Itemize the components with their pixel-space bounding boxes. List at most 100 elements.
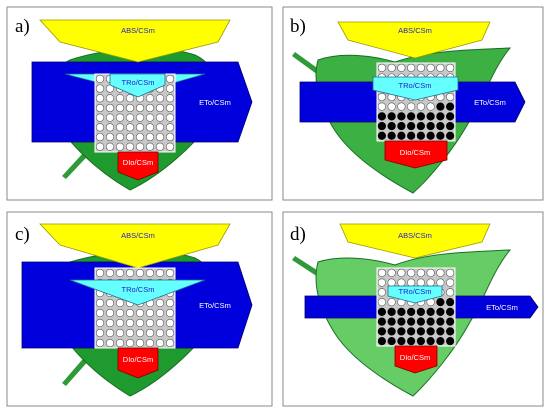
closed-reaction-center (407, 112, 416, 121)
open-reaction-center (416, 102, 425, 111)
di-label: DIo/CSm (400, 148, 430, 157)
panel-label: d) (290, 224, 306, 245)
closed-reaction-center (426, 131, 435, 140)
closed-reaction-center (436, 317, 445, 326)
closed-reaction-center (446, 121, 455, 131)
open-reaction-center (387, 102, 396, 111)
closed-reaction-center (436, 112, 445, 121)
open-reaction-center (125, 142, 135, 151)
di-label: DIo/CSm (400, 353, 430, 362)
closed-reaction-center (446, 307, 455, 316)
open-reaction-center (95, 338, 105, 348)
rc-block (376, 267, 456, 347)
panel-a: a) ABS/CSm TRo/CSm ETo/CSm DIo/CSm (6, 6, 273, 201)
open-reaction-center (426, 278, 435, 287)
open-reaction-center (115, 338, 125, 348)
open-reaction-center (95, 268, 105, 278)
leaf-stem (292, 52, 320, 75)
open-reaction-center (165, 94, 175, 103)
open-reaction-center (105, 142, 115, 151)
et-label: ETo/CSm (199, 301, 231, 310)
open-reaction-center (155, 328, 165, 338)
panel-label: a) (15, 16, 30, 37)
closed-reaction-center (387, 121, 396, 131)
open-reaction-center (377, 298, 386, 307)
closed-reaction-center (416, 131, 425, 140)
closed-reaction-center (407, 121, 416, 131)
open-reaction-center (95, 132, 105, 142)
open-reaction-center (95, 113, 105, 122)
open-reaction-center (155, 123, 165, 132)
di-label: DIo/CSm (123, 355, 153, 364)
open-reaction-center (135, 123, 145, 132)
tr-label: TRo/CSm (122, 78, 155, 87)
open-reaction-center (105, 298, 115, 308)
closed-reaction-center (407, 307, 416, 316)
panel-d: d) ABS/CSm TRo/CSm ETo/CSm DIo/CSm (282, 211, 544, 407)
open-reaction-center (145, 132, 155, 142)
open-reaction-center (377, 102, 386, 111)
open-reaction-center (125, 338, 135, 348)
open-reaction-center (105, 123, 115, 132)
closed-reaction-center (387, 307, 396, 316)
open-reaction-center (446, 92, 455, 102)
di-arrow (117, 151, 159, 181)
open-reaction-center (416, 268, 425, 277)
closed-reaction-center (436, 327, 445, 336)
open-reaction-center (105, 318, 115, 328)
closed-reaction-center (446, 298, 455, 307)
open-reaction-center (115, 318, 125, 328)
open-reaction-center (115, 123, 125, 132)
open-reaction-center (155, 268, 165, 278)
closed-reaction-center (397, 131, 406, 140)
tr-funnel (372, 76, 459, 101)
open-reaction-center (115, 113, 125, 122)
open-reaction-center (155, 308, 165, 318)
open-reaction-center (105, 328, 115, 338)
open-reaction-center (145, 113, 155, 122)
open-reaction-center (145, 338, 155, 348)
closed-reaction-center (426, 327, 435, 336)
closed-reaction-center (426, 121, 435, 131)
open-reaction-center (125, 113, 135, 122)
open-reaction-center (145, 142, 155, 151)
open-reaction-center (446, 268, 455, 277)
open-reaction-center (165, 308, 175, 318)
tr-label: TRo/CSm (399, 81, 432, 90)
open-reaction-center (397, 102, 406, 111)
open-reaction-center (165, 298, 175, 308)
closed-reaction-center (426, 307, 435, 316)
open-reaction-center (145, 328, 155, 338)
open-reaction-center (397, 268, 406, 277)
open-reaction-center (377, 288, 386, 297)
open-reaction-center (377, 268, 386, 277)
open-reaction-center (95, 298, 105, 308)
open-reaction-center (135, 113, 145, 122)
closed-reaction-center (416, 112, 425, 121)
panel-c: c) ABS/CSm TRo/CSm ETo/CSm DIo/CSm (6, 211, 273, 407)
open-reaction-center (165, 74, 175, 83)
open-reaction-center (387, 268, 396, 277)
tr-funnel (387, 285, 443, 304)
open-reaction-center (155, 94, 165, 103)
closed-reaction-center (416, 121, 425, 131)
closed-reaction-center (446, 131, 455, 140)
open-reaction-center (95, 328, 105, 338)
closed-reaction-center (416, 307, 425, 316)
open-reaction-center (407, 268, 416, 277)
open-reaction-center (165, 132, 175, 142)
open-reaction-center (105, 338, 115, 348)
closed-reaction-center (436, 337, 445, 346)
open-reaction-center (95, 103, 105, 113)
closed-reaction-center (397, 337, 406, 346)
di-label: DIo/CSm (123, 158, 153, 167)
abs-label: ABS/CSm (121, 231, 155, 240)
open-reaction-center (105, 94, 115, 103)
closed-reaction-center (436, 131, 445, 140)
open-reaction-center (145, 123, 155, 132)
open-reaction-center (115, 103, 125, 113)
open-reaction-center (95, 94, 105, 103)
di-arrow (117, 347, 159, 379)
open-reaction-center (387, 278, 396, 287)
open-reaction-center (95, 308, 105, 318)
